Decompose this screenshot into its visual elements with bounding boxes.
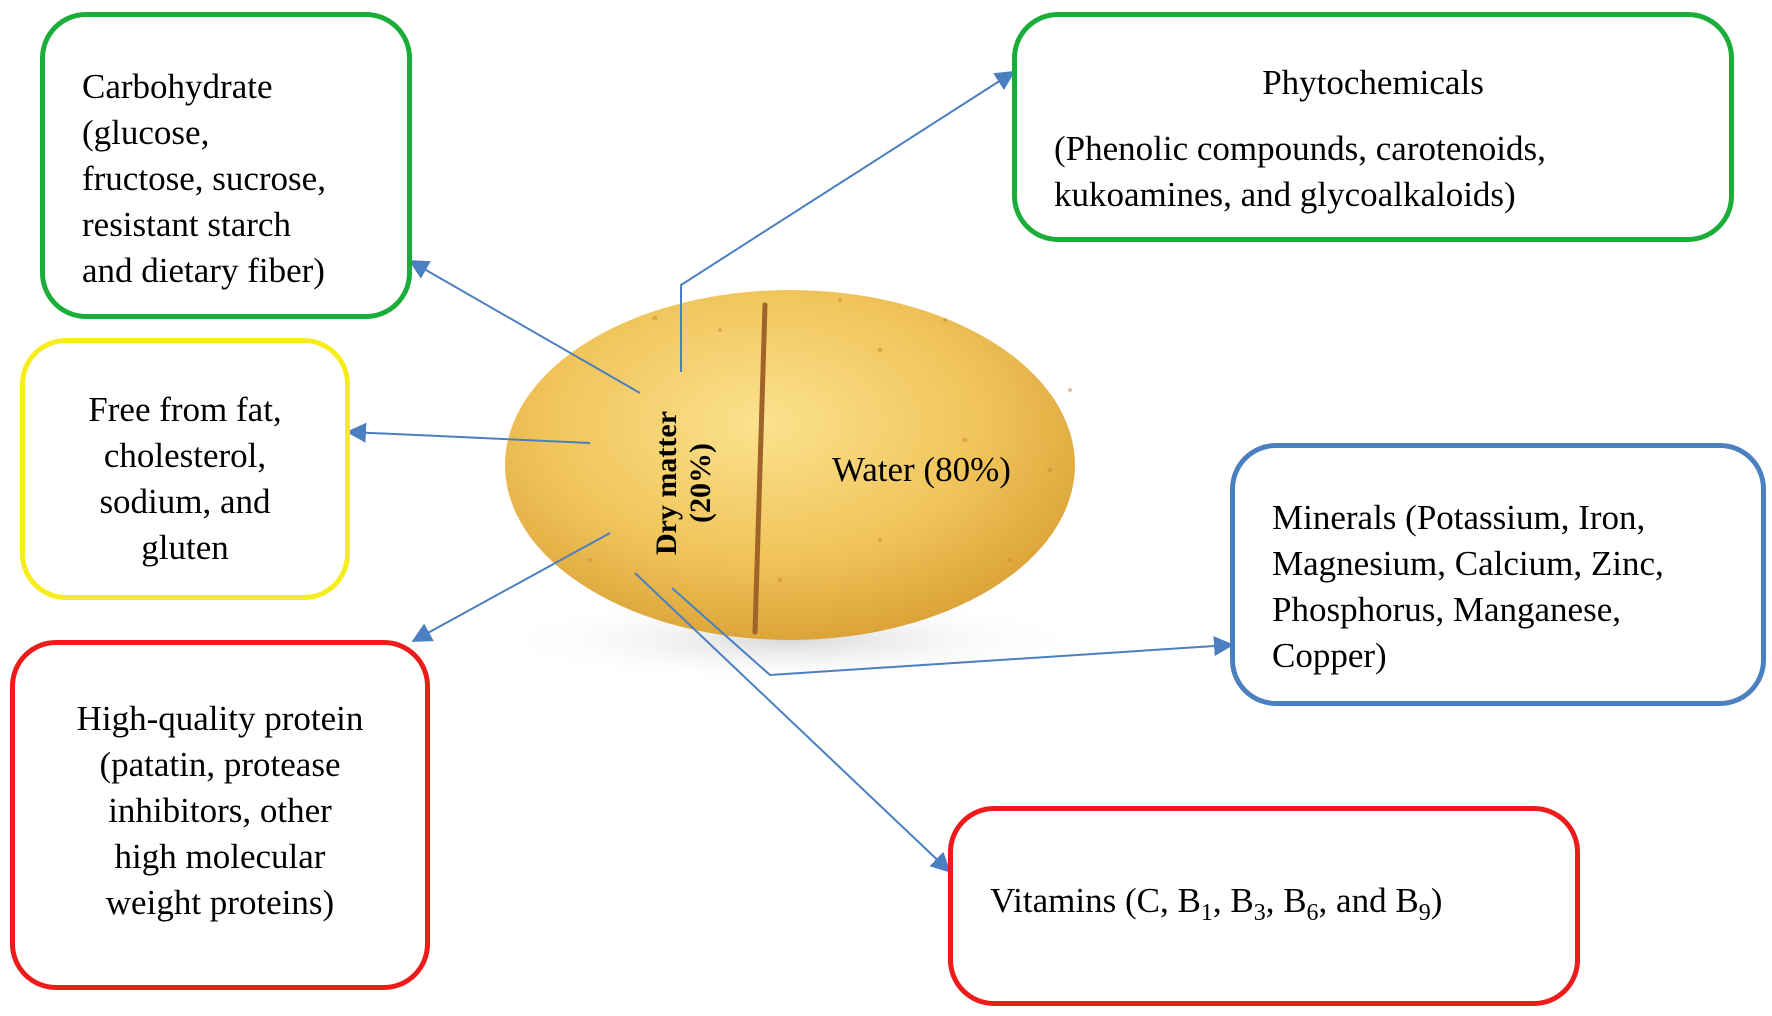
vitamins-sep1: , B [1212,881,1254,920]
arrow-to-minerals [671,587,1234,677]
free-from-text: Free from fat, cholesterol, sodium, and … [88,390,282,567]
phytochemicals-box [1012,12,1734,242]
arrow-to-free-from [346,422,591,444]
dry-matter-label: Dry matter (20%) [650,410,717,556]
vitamin-b9-subscript: 9 [1418,900,1431,926]
vitamins-prefix: Vitamins (C, B [990,881,1201,920]
phytochemicals-text: (Phenolic compounds, carotenoids, kukoam… [1054,129,1546,214]
vitamins-text: Vitamins (C, B1, B3, B6, and B9) [990,878,1570,936]
vitamins-sep2: , B [1265,881,1307,920]
vitamins-box [948,806,1580,1006]
free-from-box [20,338,350,600]
vitamin-b6-subscript: 6 [1306,900,1319,926]
arrow-to-carbohydrate [408,260,641,394]
carbohydrate-text: Carbohydrate (glucose, fructose, sucrose… [82,67,326,290]
arrow-to-vitamins [634,572,951,873]
phytochemicals-title: Phytochemicals [1262,63,1484,102]
vitamin-b3-subscript: 3 [1253,900,1266,926]
vitamin-b1-subscript: 1 [1200,900,1213,926]
water-label: Water (80%) [832,450,1011,489]
vitamins-suffix: ) [1430,881,1443,920]
minerals-text: Minerals (Potassium, Iron, Magnesium, Ca… [1272,498,1664,675]
carbohydrate-box [40,12,412,319]
arrow-to-phytochemicals [680,70,1016,372]
protein-text: High-quality protein (patatin, protease … [76,699,364,922]
potato-eyes [588,298,1072,583]
potato-divider-line [752,302,768,635]
minerals-box [1230,443,1766,706]
protein-box [10,640,430,990]
potato-body [505,290,1075,640]
arrow-to-protein [411,532,611,642]
vitamins-sep3: , and B [1318,881,1419,920]
